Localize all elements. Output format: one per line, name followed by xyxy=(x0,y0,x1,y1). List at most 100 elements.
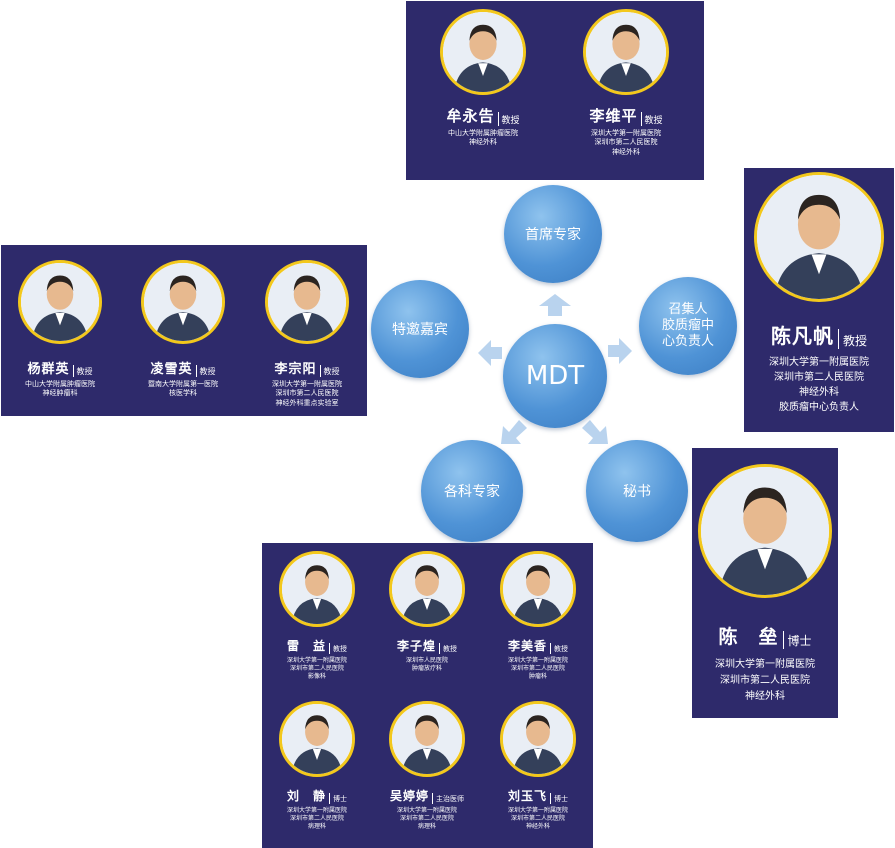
avatar xyxy=(583,9,669,95)
convener-panel: 陈凡帆教授 深圳大学第一附属医院深圳市第二人民医院神经外科胶质瘤中心负责人 xyxy=(744,168,894,432)
expert-title: 教授 xyxy=(443,645,457,653)
secretary-panel: 陈 垒博士 深圳大学第一附属医院深圳市第二人民医院神经外科 xyxy=(692,448,838,718)
avatar xyxy=(500,551,576,627)
avatar xyxy=(440,9,526,95)
person-icon xyxy=(282,704,352,774)
person-icon xyxy=(392,554,462,624)
expert-card: 刘玉飞博士 深圳大学第一附属医院深圳市第二人民医院神经外科 xyxy=(486,701,590,831)
affiliation-line: 神经外科 xyxy=(799,387,839,398)
affiliation-line: 深圳大学第一附属医院 xyxy=(591,129,661,137)
affiliation-line: 深圳大学第一附属医院 xyxy=(715,659,815,670)
expert-title: 教授 xyxy=(333,645,347,653)
expert-card: 李宗阳教授 深圳大学第一附属医院深圳市第二人民医院神经外科重点实验室 xyxy=(251,260,363,408)
expert-name: 李美香 xyxy=(507,639,547,653)
expert-card: 牟永告教授 中山大学附属肿瘤医院神经外科 xyxy=(418,9,548,148)
affiliation-line: 深圳市人民医院 xyxy=(405,657,448,664)
expert-title: 教授 xyxy=(323,367,340,376)
guest-panel: 杨群英教授 中山大学附属肿瘤医院神经肿瘤科 凌雪英教授 暨南大学附属第一医院核医… xyxy=(1,245,367,416)
expert-title: 教授 xyxy=(554,645,568,653)
expert-name: 陈 垒 xyxy=(718,626,779,648)
arrow-down-left-icon xyxy=(501,420,527,444)
affiliation-line: 深圳市第二人民医院 xyxy=(289,815,344,823)
affiliation-line: 深圳大学第一附属医院 xyxy=(286,807,347,814)
expert-title: 教授 xyxy=(644,116,663,126)
specialist-panel: 雷 益教授 深圳大学第一附属医院深圳市第二人民医院影像科 李子煌教授 深圳市人民… xyxy=(262,543,593,848)
expert-card: 陈 垒博士 深圳大学第一附属医院深圳市第二人民医院神经外科 xyxy=(692,464,838,705)
expert-card: 李子煌教授 深圳市人民医院肿瘤放疗科 xyxy=(375,551,479,673)
expert-name: 杨群英 xyxy=(27,362,70,377)
person-icon xyxy=(586,12,666,92)
affiliation-line: 深圳市第二人民医院 xyxy=(289,665,344,673)
affiliation-line: 深圳市第二人民医院 xyxy=(510,665,565,673)
expert-card: 雷 益教授 深圳大学第一附属医院深圳市第二人民医院影像科 xyxy=(265,551,369,681)
affiliation-line: 深圳市第二人民医院 xyxy=(720,675,810,686)
arrow-down-right-icon xyxy=(582,420,608,444)
node-convener: 召集人 胶质瘤中 心负责人 xyxy=(639,277,737,375)
expert-name: 李子煌 xyxy=(396,639,436,653)
avatar xyxy=(141,260,225,344)
avatar xyxy=(389,551,465,627)
expert-name: 李维平 xyxy=(589,107,638,125)
expert-card: 凌雪英教授 暨南大学附属第一医院核医学科 xyxy=(128,260,238,399)
affiliation-line: 深圳市第二人民医院 xyxy=(399,815,454,823)
expert-name: 雷 益 xyxy=(286,639,326,653)
avatar xyxy=(18,260,102,344)
person-icon xyxy=(282,554,352,624)
expert-title: 教授 xyxy=(199,367,216,376)
expert-title: 博士 xyxy=(333,795,347,803)
expert-name: 李宗阳 xyxy=(274,362,317,377)
expert-name: 牟永告 xyxy=(446,107,495,125)
affiliation-line: 深圳市第二人民医院 xyxy=(275,389,339,398)
node-secretary: 秘书 xyxy=(586,440,688,542)
affiliation-line: 深圳大学第一附属医院 xyxy=(769,357,869,368)
expert-name: 吴婷婷 xyxy=(389,789,429,803)
expert-title: 主治医师 xyxy=(436,795,464,803)
affiliation-line: 胶质瘤中心负责人 xyxy=(779,402,859,413)
affiliation-line: 深圳大学第一附属医院 xyxy=(272,380,342,388)
affiliation-line: 深圳市第二人民医院 xyxy=(594,138,658,147)
affiliation-line: 深圳大学第一附属医院 xyxy=(507,807,568,814)
avatar xyxy=(389,701,465,777)
person-icon xyxy=(392,704,462,774)
node-mdt-center: MDT xyxy=(503,324,607,428)
person-icon xyxy=(268,263,346,341)
expert-name: 刘玉飞 xyxy=(507,789,547,803)
affiliation-line: 神经肿瘤科 xyxy=(42,389,78,398)
affiliation-line: 深圳大学第一附属医院 xyxy=(286,657,347,664)
node-chief-experts: 首席专家 xyxy=(504,185,602,283)
affiliation-line: 神经外科 xyxy=(469,138,497,147)
avatar xyxy=(279,701,355,777)
arrow-left-icon xyxy=(478,340,502,366)
expert-title: 教授 xyxy=(842,334,867,348)
node-specialists: 各科专家 xyxy=(421,440,523,542)
avatar xyxy=(500,701,576,777)
arrow-up-icon xyxy=(539,294,571,316)
expert-card: 吴婷婷主治医师 深圳大学第一附属医院深圳市第二人民医院病理科 xyxy=(375,701,479,831)
affiliation-line: 中山大学附属肿瘤医院 xyxy=(25,380,95,388)
person-icon xyxy=(21,263,99,341)
affiliation-line: 暨南大学附属第一医院 xyxy=(148,380,218,388)
expert-name: 刘 静 xyxy=(286,789,326,803)
expert-card: 杨群英教授 中山大学附属肿瘤医院神经肿瘤科 xyxy=(5,260,115,399)
person-icon xyxy=(503,554,573,624)
person-icon xyxy=(757,175,881,299)
expert-card: 李维平教授 深圳大学第一附属医院深圳市第二人民医院神经外科 xyxy=(561,9,691,157)
person-icon xyxy=(443,12,523,92)
person-icon xyxy=(503,704,573,774)
affiliation-line: 影像科 xyxy=(307,673,326,681)
node-invited-guests: 特邀嘉宾 xyxy=(371,280,469,378)
affiliation-line: 肿瘤科 xyxy=(528,673,547,681)
affiliation-line: 深圳大学第一附属医院 xyxy=(396,807,457,814)
affiliation-line: 神经外科重点实验室 xyxy=(275,398,339,407)
expert-title: 博士 xyxy=(554,795,568,803)
affiliation-line: 深圳市第二人民医院 xyxy=(510,815,565,823)
expert-card: 陈凡帆教授 深圳大学第一附属医院深圳市第二人民医院神经外科胶质瘤中心负责人 xyxy=(744,172,894,415)
affiliation-line: 神经外科 xyxy=(745,691,785,702)
affiliation-line: 病理科 xyxy=(417,823,436,831)
affiliation-line: 中山大学附属肿瘤医院 xyxy=(448,129,518,137)
expert-name: 凌雪英 xyxy=(150,362,193,377)
expert-title: 博士 xyxy=(787,634,812,648)
avatar xyxy=(279,551,355,627)
person-icon xyxy=(144,263,222,341)
expert-name: 陈凡帆 xyxy=(770,324,834,348)
